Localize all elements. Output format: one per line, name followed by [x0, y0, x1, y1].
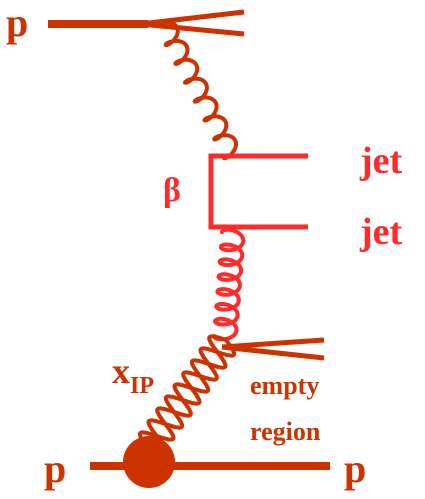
empty-region-line1: empty: [250, 371, 319, 400]
lower-gluon-coil: [214, 230, 243, 340]
jet-label-lower: jet: [359, 211, 403, 253]
top-proton-fork-upper: [140, 12, 244, 24]
jet-label-upper: jet: [359, 140, 403, 182]
remnant-fork-lower: [222, 347, 324, 358]
empty-region-line2: region: [250, 417, 321, 446]
remnant-fork-upper: [222, 340, 324, 347]
top-proton-label: p: [6, 0, 28, 45]
bottom-left-proton-label: p: [44, 446, 66, 491]
x-ip-label: xIP: [112, 351, 154, 399]
upper-gluon-coil: [156, 22, 236, 158]
x-ip-subscript: IP: [130, 373, 154, 399]
quark-box: [211, 156, 308, 227]
bottom-right-proton-label: p: [344, 446, 366, 491]
proton-blob: [123, 436, 175, 488]
x-ip-main: x: [112, 351, 130, 391]
beta-label: β: [163, 172, 181, 209]
